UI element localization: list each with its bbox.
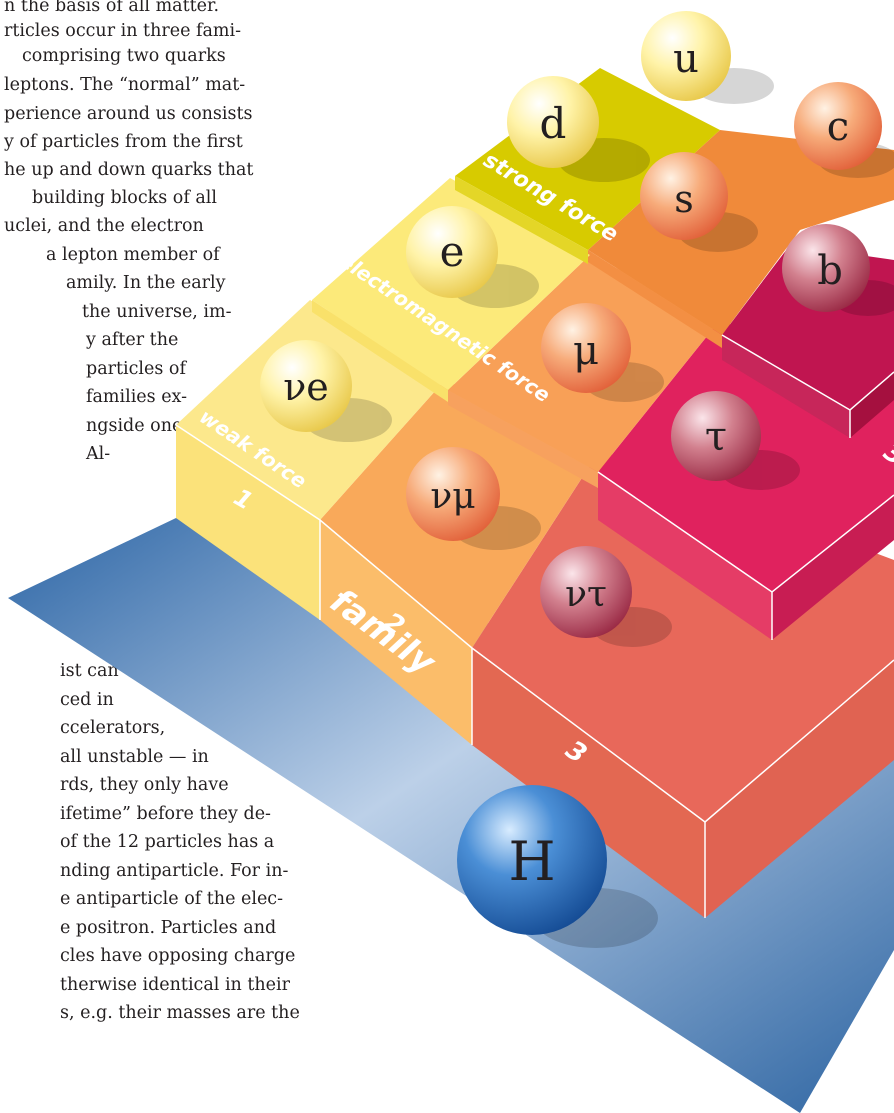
particle-u-label: u (673, 36, 699, 82)
particle-d-label: d (540, 99, 567, 148)
particle-higgs: H (457, 785, 607, 935)
particle-e-label: e (440, 227, 465, 276)
particle-s-label: s (674, 177, 694, 221)
particle-d: d (507, 76, 599, 168)
particle-mu: μ (541, 303, 631, 393)
particle-tau: τ (671, 391, 761, 481)
particle-tau-label: τ (705, 414, 727, 460)
particle-mu-label: μ (573, 328, 599, 374)
particle-b-label: b (817, 248, 843, 294)
particle-nu-e: νe (260, 340, 352, 432)
particle-e: e (406, 206, 498, 298)
particle-nu-tau: ντ (540, 546, 632, 638)
particle-u: u (641, 11, 731, 101)
particle-c: c (794, 82, 882, 170)
particle-s: s (640, 152, 728, 240)
particle-nu-mu: νμ (406, 447, 500, 541)
particle-c-label: c (827, 104, 849, 150)
particle-higgs-label: H (508, 830, 555, 893)
particle-b: b (782, 224, 870, 312)
particle-nu-e-label: νe (283, 365, 329, 409)
particle-nu-mu-label: νμ (430, 476, 475, 517)
particle-nu-tau-label: ντ (565, 574, 607, 615)
